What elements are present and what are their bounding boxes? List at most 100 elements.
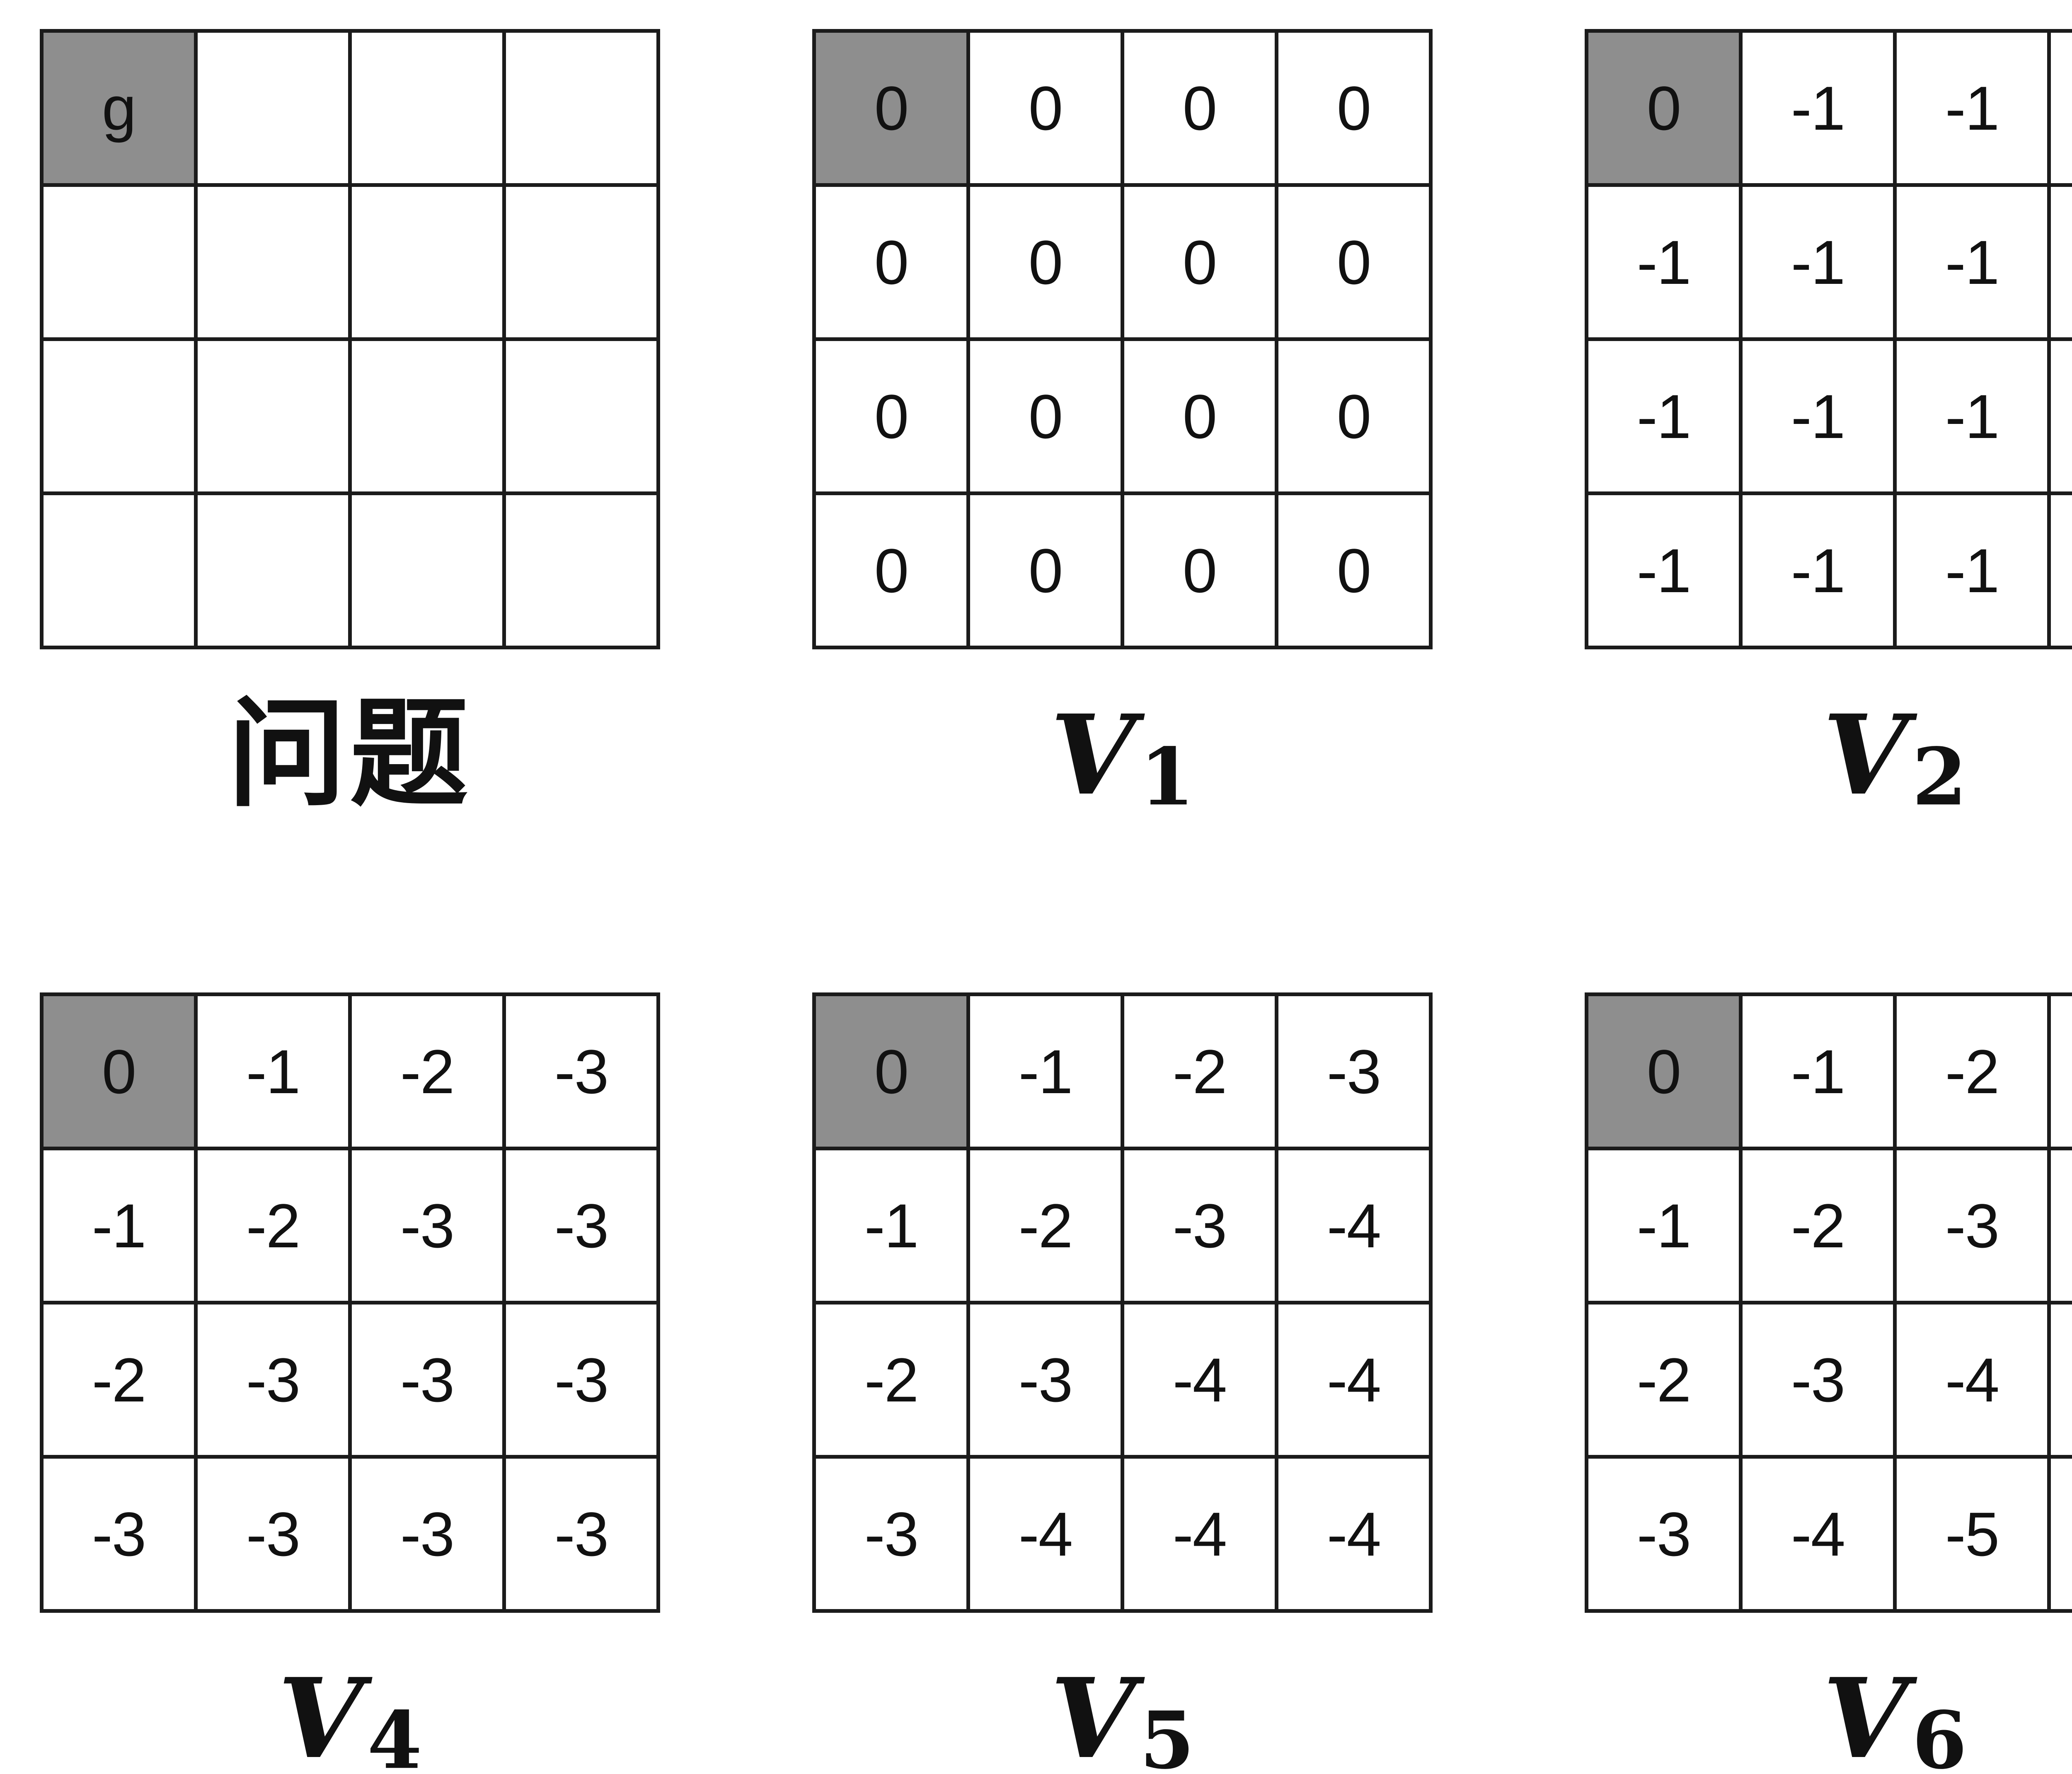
grid-cell-V6-r0c3: -3 xyxy=(2051,996,2072,1147)
grid-label-subscript: 2 xyxy=(1912,731,1967,823)
value-grid-V6: 0-1-2-3-1-2-3-4-2-3-4-5-3-4-5-5 xyxy=(1585,992,2072,1613)
goal-cell-V1-r0c0: 0 xyxy=(816,33,966,183)
grid-cell-problem-r0c2 xyxy=(352,33,502,183)
grid-cell-V4-r3c1: -3 xyxy=(198,1459,348,1609)
grid-cell-V2-r3c0: -1 xyxy=(1588,495,1739,646)
grid-cell-V5-r0c1: -1 xyxy=(970,996,1121,1147)
grid-cell-V1-r0c2: 0 xyxy=(1124,33,1275,183)
grid-cell-V6-r3c2: -5 xyxy=(1897,1459,2047,1609)
value-grid-V2: 0-1-1-1-1-1-1-1-1-1-1-1-1-1-1-1 xyxy=(1585,29,2072,649)
value-grid-problem: g xyxy=(40,29,660,649)
goal-cell-V4-r0c0: 0 xyxy=(44,996,194,1147)
grid-cell-problem-r3c0 xyxy=(44,495,194,646)
goal-cell-V5-r0c0: 0 xyxy=(816,996,966,1147)
grid-cell-V2-r2c2: -1 xyxy=(1897,341,2047,491)
grid-cell-problem-r1c2 xyxy=(352,187,502,337)
grid-cell-problem-r0c3 xyxy=(506,33,656,183)
grid-cell-problem-r3c3 xyxy=(506,495,656,646)
grid-cell-V6-r0c2: -2 xyxy=(1897,996,2047,1147)
grid-cell-V6-r2c2: -4 xyxy=(1897,1304,2047,1455)
grid-cell-V6-r0c1: -1 xyxy=(1743,996,1893,1147)
grid-label-subscript: 6 xyxy=(1912,1694,1967,1774)
grid-cell-problem-r2c3 xyxy=(506,341,656,491)
grid-cell-V5-r1c1: -2 xyxy=(970,1150,1121,1301)
goal-cell-problem-r0c0: g xyxy=(44,33,194,183)
grid-label-subscript: 4 xyxy=(367,1694,422,1774)
grid-cell-V4-r0c3: -3 xyxy=(506,996,656,1147)
grid-cell-V6-r1c1: -2 xyxy=(1743,1150,1893,1301)
grid-cell-V2-r1c2: -1 xyxy=(1897,187,2047,337)
grid-cell-V1-r1c0: 0 xyxy=(816,187,966,337)
grid-cell-V4-r1c0: -1 xyxy=(44,1150,194,1301)
grid-cell-V2-r2c3: -1 xyxy=(2051,341,2072,491)
grid-cell-V2-r3c2: -1 xyxy=(1897,495,2047,646)
grid-label-symbol: V xyxy=(1050,690,1136,820)
grid-cell-V1-r1c1: 0 xyxy=(970,187,1121,337)
grid-cell-V5-r3c3: -4 xyxy=(1278,1459,1429,1609)
grid-label-problem: 问题 xyxy=(228,685,472,825)
grid-label-text: 问题 xyxy=(228,689,472,820)
grid-cell-V1-r2c0: 0 xyxy=(816,341,966,491)
grid-cell-V5-r1c0: -1 xyxy=(816,1150,966,1301)
grid-cell-V4-r2c0: -2 xyxy=(44,1304,194,1455)
grid-cell-V5-r2c1: -3 xyxy=(970,1304,1121,1455)
grid-cell-V6-r3c1: -4 xyxy=(1743,1459,1893,1609)
grid-cell-V4-r1c1: -2 xyxy=(198,1150,348,1301)
grid-cell-V5-r1c2: -3 xyxy=(1124,1150,1275,1301)
grid-label-symbol: V xyxy=(1050,1654,1136,1774)
grid-block-V6: 0-1-2-3-1-2-3-4-2-3-4-5-3-4-5-5V6 xyxy=(1585,992,2072,1774)
grid-cell-V4-r3c0: -3 xyxy=(44,1459,194,1609)
grid-cell-V6-r1c0: -1 xyxy=(1588,1150,1739,1301)
grid-cell-problem-r1c0 xyxy=(44,187,194,337)
goal-cell-V6-r0c0: 0 xyxy=(1588,996,1739,1147)
grid-cell-V6-r2c0: -2 xyxy=(1588,1304,1739,1455)
grid-cell-V2-r2c0: -1 xyxy=(1588,341,1739,491)
grid-label-subscript: 1 xyxy=(1140,731,1195,823)
grid-cell-V1-r1c2: 0 xyxy=(1124,187,1275,337)
grid-cell-V2-r3c3: -1 xyxy=(2051,495,2072,646)
grid-cell-V4-r2c1: -3 xyxy=(198,1304,348,1455)
grid-cell-V6-r1c3: -4 xyxy=(2051,1150,2072,1301)
grid-cell-V5-r3c0: -3 xyxy=(816,1459,966,1609)
grid-block-V2: 0-1-1-1-1-1-1-1-1-1-1-1-1-1-1-1V2 xyxy=(1585,29,2072,825)
grid-cell-V4-r3c2: -3 xyxy=(352,1459,502,1609)
grid-cell-V2-r0c2: -1 xyxy=(1897,33,2047,183)
grid-cell-V6-r2c1: -3 xyxy=(1743,1304,1893,1455)
grid-cell-problem-r1c1 xyxy=(198,187,348,337)
grid-cell-V4-r3c3: -3 xyxy=(506,1459,656,1609)
grid-cell-V1-r3c2: 0 xyxy=(1124,495,1275,646)
grid-cell-V1-r3c3: 0 xyxy=(1278,495,1429,646)
grid-cell-V4-r0c2: -2 xyxy=(352,996,502,1147)
grid-label-symbol: V xyxy=(278,1654,363,1774)
grid-cell-V4-r0c1: -1 xyxy=(198,996,348,1147)
grid-cell-V5-r2c2: -4 xyxy=(1124,1304,1275,1455)
grid-cell-V2-r0c3: -1 xyxy=(2051,33,2072,183)
grid-cell-problem-r0c1 xyxy=(198,33,348,183)
grid-cell-problem-r2c1 xyxy=(198,341,348,491)
grid-cell-V5-r2c3: -4 xyxy=(1278,1304,1429,1455)
grid-label-symbol: V xyxy=(1823,690,1908,820)
grid-cell-V6-r2c3: -5 xyxy=(2051,1304,2072,1455)
grid-cell-V1-r3c0: 0 xyxy=(816,495,966,646)
grid-cell-V1-r2c1: 0 xyxy=(970,341,1121,491)
grid-cell-V1-r0c1: 0 xyxy=(970,33,1121,183)
grid-block-problem: g 问题 xyxy=(40,29,660,825)
grid-cell-V5-r2c0: -2 xyxy=(816,1304,966,1455)
grid-cell-V6-r3c3: -5 xyxy=(2051,1459,2072,1609)
grid-cell-V1-r3c1: 0 xyxy=(970,495,1121,646)
grid-cell-V5-r0c3: -3 xyxy=(1278,996,1429,1147)
grid-cell-V2-r1c0: -1 xyxy=(1588,187,1739,337)
grid-cell-problem-r3c2 xyxy=(352,495,502,646)
grid-cell-V1-r2c3: 0 xyxy=(1278,341,1429,491)
